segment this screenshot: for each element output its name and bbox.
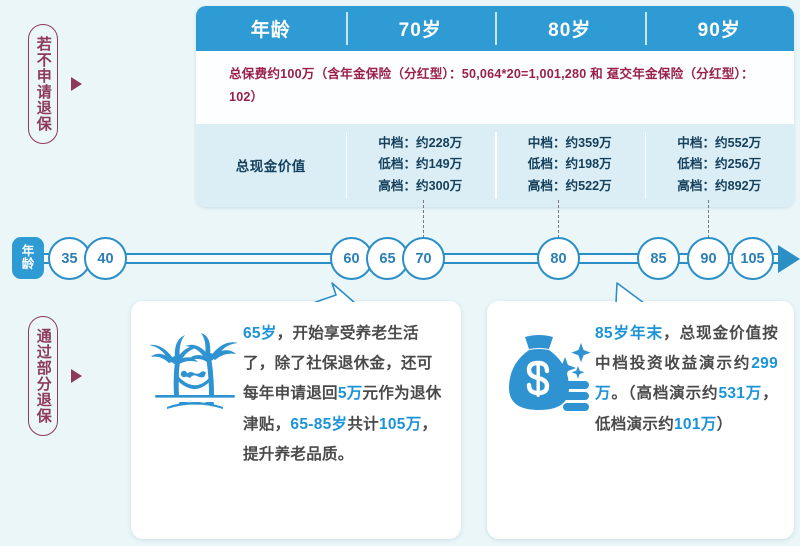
tier-amount: 约522万: [565, 178, 612, 193]
body-text: 共计: [347, 415, 379, 433]
retirement-life-card-text: 65岁，开始享受养老生活了，除了社保退休金，还可每年申请退回5万元作为退休津贴，…: [243, 319, 445, 470]
timeline-node-80[interactable]: 80: [537, 237, 580, 280]
body-text: ，低档演示约: [595, 385, 779, 433]
tier-line: 高档：约892万: [649, 176, 791, 198]
timeline-node-60[interactable]: 60: [330, 237, 373, 280]
highlight-text: 299万: [595, 355, 778, 403]
cash-value-cell-90: 中档：约552万 低档：约256万 高档：约892万: [644, 124, 795, 207]
tier-label: 中档：: [527, 135, 566, 150]
cash-value-card-text: 85岁年末，总现金价值按中档投资收益演示约299万。（高档演示约531万，低档演…: [595, 319, 778, 440]
timeline-node-65[interactable]: 65: [366, 237, 409, 280]
dashed-connector-70: [423, 200, 424, 238]
tier-amount: 约892万: [715, 178, 762, 193]
tier-label: 低档：: [378, 157, 417, 172]
cash-value-card: 85岁年末，总现金价值按中档投资收益演示约299万。（高档演示约531万，低档演…: [487, 282, 794, 539]
tier-amount: 约198万: [565, 157, 612, 172]
beach-hammock-palm-icon: [147, 319, 243, 411]
tier-line: 高档：约522万: [499, 176, 641, 198]
table-header-70: 70岁: [345, 6, 496, 51]
table-header-90: 90岁: [644, 6, 795, 51]
table-header-row: 年龄 70岁 80岁 90岁: [196, 6, 794, 51]
highlight-text: 531万: [718, 385, 763, 403]
axis-label-char-1: 年: [21, 243, 35, 258]
body-text: ，提升养老品质。: [243, 415, 438, 463]
timeline-node-70[interactable]: 70: [402, 237, 445, 280]
highlight-text: 65岁: [243, 325, 277, 342]
highlight-text: 65-85岁: [290, 415, 348, 433]
tier-label: 低档：: [677, 157, 716, 172]
body-text: 。（高档演示约: [611, 385, 719, 403]
no-surrender-label: 若不申请退保: [28, 24, 58, 144]
tier-line: 高档：约300万: [350, 176, 492, 198]
cash-value-cell-80: 中档：约359万 低档：约198万 高档：约522万: [495, 124, 645, 207]
tier-amount: 约300万: [416, 178, 463, 193]
table-header-80: 80岁: [495, 6, 645, 51]
tier-amount: 约359万: [565, 135, 612, 150]
timeline-arrow-icon: [778, 245, 800, 273]
tier-line: 低档：约198万: [499, 154, 641, 176]
tier-amount: 约552万: [715, 135, 762, 150]
tier-label: 中档：: [677, 135, 716, 150]
tier-amount: 约228万: [416, 135, 463, 150]
timeline-node-85[interactable]: 85: [637, 237, 680, 280]
timeline-node-90[interactable]: 90: [687, 237, 730, 280]
axis-label-char-2: 龄: [21, 257, 35, 271]
total-premium-note: 总保费约100万（含年金保险（分红型）：50,064*20=1,001,280 …: [196, 51, 794, 124]
tier-line: 低档：约149万: [350, 154, 492, 176]
tier-line: 低档：约256万: [649, 154, 791, 176]
cash-value-cell-70: 中档：约228万 低档：约149万 高档：约300万: [345, 124, 496, 207]
tier-line: 中档：约359万: [499, 133, 641, 155]
dashed-connector-80: [558, 200, 559, 238]
body-text: ，总现金价值按中档投资收益演示约: [595, 325, 778, 373]
highlight-text: 85岁年末: [595, 325, 664, 342]
retirement-life-card: 65岁，开始享受养老生活了，除了社保退休金，还可每年申请退回5万元作为退休津贴，…: [131, 282, 461, 539]
tier-label: 高档：: [378, 178, 417, 193]
tier-line: 中档：约552万: [649, 133, 791, 155]
tier-amount: 约149万: [416, 157, 463, 172]
right-arrow-icon: [70, 369, 82, 383]
right-arrow-icon: [70, 77, 82, 91]
card-pointer-tail: [311, 282, 357, 305]
table-header-age: 年龄: [250, 20, 291, 41]
tier-label: 高档：: [527, 178, 566, 193]
no-surrender-label-group: 若不申请退保: [28, 24, 82, 144]
timeline-node-105[interactable]: 105: [731, 237, 774, 280]
body-text: 元作为退休津贴，: [243, 385, 442, 433]
tier-amount: 约256万: [715, 157, 762, 172]
highlight-text: 5万: [337, 385, 363, 403]
timeline-axis-label: 年 龄: [12, 237, 44, 279]
tier-label: 高档：: [677, 178, 716, 193]
highlight-text: 105万: [378, 415, 422, 433]
tier-label: 中档：: [378, 135, 417, 150]
highlight-text: 101万: [674, 415, 717, 433]
money-bag-coins-icon: [503, 319, 595, 415]
age-timeline: 年 龄 35 40 60 65 70 80 85 90 105: [0, 232, 800, 284]
timeline-node-40[interactable]: 40: [84, 237, 127, 280]
cash-value-row: 总现金价值 中档：约228万 低档：约149万 高档：约300万 中档：约359…: [196, 123, 795, 207]
partial-surrender-label: 通过部分退保: [28, 316, 58, 436]
cash-value-row-label: 总现金价值: [235, 159, 306, 175]
tier-label: 低档：: [527, 157, 566, 172]
partial-surrender-label-group: 通过部分退保: [28, 316, 82, 436]
timeline-node-35[interactable]: 35: [48, 237, 91, 280]
body-text: ）: [716, 415, 733, 433]
body-text: ，开始享受养老生活了，除了社保退休金，还可每年申请退回: [243, 325, 433, 403]
card-pointer-tail: [602, 282, 648, 305]
dashed-connector-90: [708, 200, 709, 238]
tier-line: 中档：约228万: [350, 133, 492, 155]
cash-value-table: 年龄 70岁 80岁 90岁 总保费约100万（含年金保险（分红型）：50,06…: [196, 6, 794, 207]
